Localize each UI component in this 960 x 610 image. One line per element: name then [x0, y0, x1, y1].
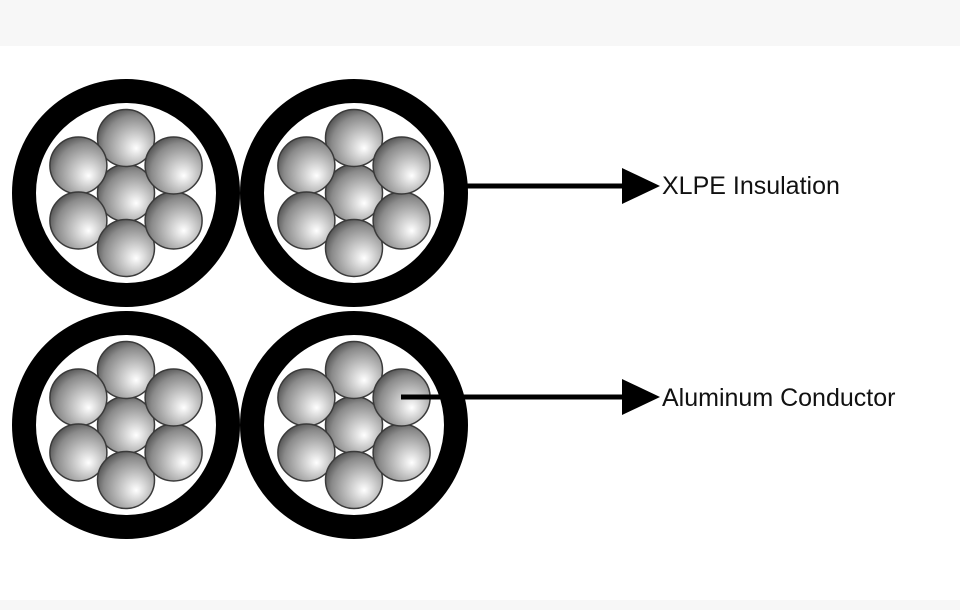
conductor-strand	[96, 340, 156, 400]
conductor-strand	[277, 423, 336, 482]
conductor-strand	[324, 340, 384, 400]
conductor-strand	[277, 191, 336, 250]
cable-2	[240, 79, 468, 307]
cable-1	[12, 79, 240, 307]
conductor-strand	[144, 191, 203, 250]
conductor-strand	[49, 136, 108, 195]
conductor-label: Aluminum Conductor	[662, 384, 895, 412]
conductor-pointer	[401, 379, 660, 415]
conductor-strand	[144, 368, 203, 427]
conductor-strand	[49, 191, 108, 250]
conductor-strand	[324, 108, 384, 168]
conductor-strand	[277, 368, 336, 427]
conductor-strand	[49, 423, 108, 482]
conductor-strand	[96, 108, 156, 168]
conductor-strand	[277, 136, 336, 195]
cable-3	[12, 311, 240, 539]
conductor-strand	[372, 191, 431, 250]
conductor-strand	[324, 218, 384, 278]
bottom-band	[0, 600, 960, 610]
cable-4	[240, 311, 468, 539]
conductor-strand	[372, 136, 431, 195]
conductor-strand	[49, 368, 108, 427]
insulation-pointer	[466, 168, 660, 204]
conductor-strand	[96, 218, 156, 278]
conductor-strand	[144, 136, 203, 195]
conductor-strand	[96, 450, 156, 510]
cable-bundle	[12, 79, 468, 539]
insulation-label: XLPE Insulation	[662, 172, 840, 200]
conductor-strand	[324, 450, 384, 510]
conductor-strand	[144, 423, 203, 482]
conductor-strand	[372, 423, 431, 482]
top-band	[0, 0, 960, 46]
